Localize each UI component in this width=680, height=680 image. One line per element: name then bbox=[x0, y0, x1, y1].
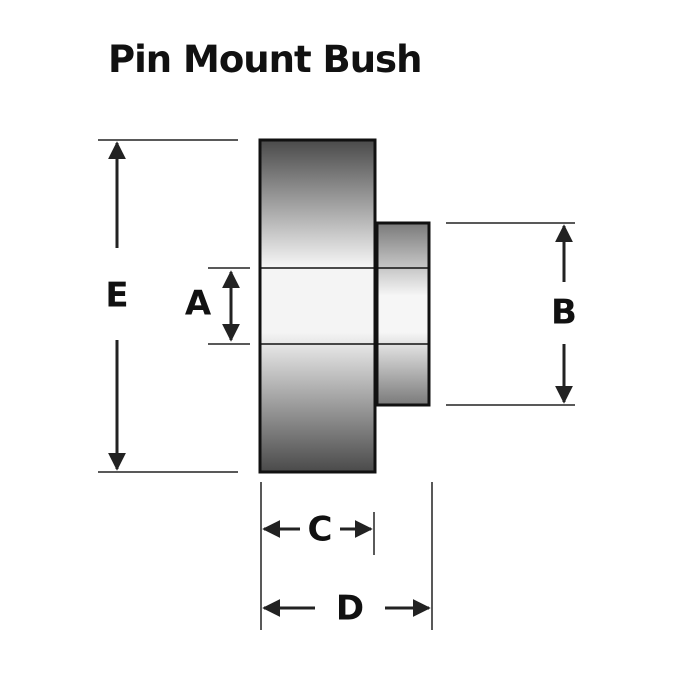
dimension-e: E bbox=[105, 141, 129, 471]
dimension-d-label: D bbox=[336, 589, 364, 629]
dimension-a-label: A bbox=[185, 284, 212, 324]
extension-lines bbox=[98, 139, 575, 630]
dimension-c-label: C bbox=[308, 510, 333, 550]
bush-body bbox=[258, 138, 431, 474]
dimension-b: B bbox=[551, 224, 577, 404]
diagram-title: Pin Mount Bush bbox=[108, 38, 422, 81]
flange bbox=[258, 138, 377, 474]
dimension-e-label: E bbox=[105, 276, 128, 316]
dimension-a: A bbox=[185, 270, 240, 342]
dimension-b-label: B bbox=[551, 293, 577, 333]
dimension-c: C bbox=[262, 510, 373, 550]
dimension-d: D bbox=[262, 589, 431, 629]
spigot bbox=[375, 221, 431, 407]
